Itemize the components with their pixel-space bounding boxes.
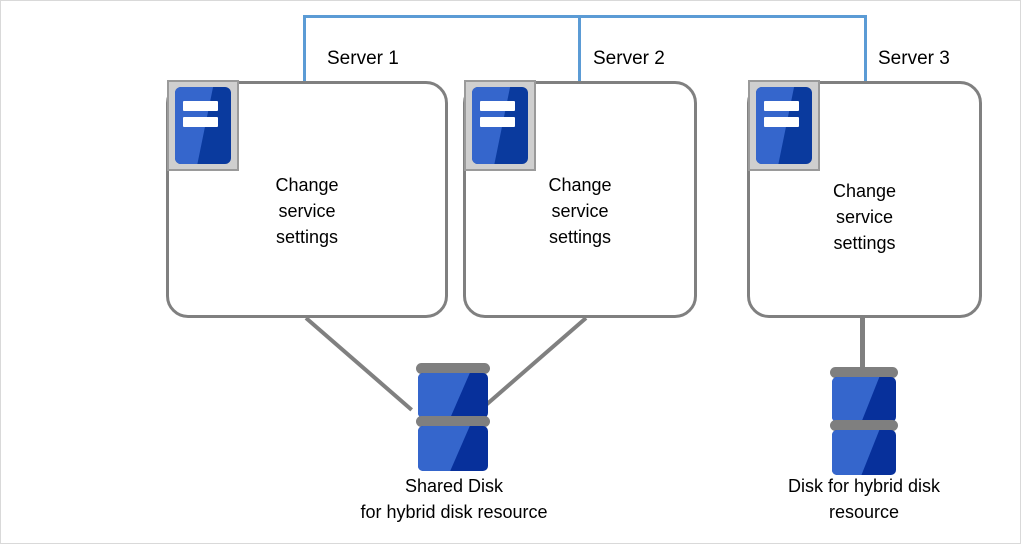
cluster-bracket-horizontal: [303, 15, 867, 18]
server-body-text-3: Change service settings: [750, 178, 979, 256]
disk-separator: [830, 420, 898, 431]
connector-server1-to-shared-disk: [304, 316, 413, 412]
server-body-text-2: Change service settings: [466, 172, 694, 250]
server-body-line: Change: [548, 175, 612, 195]
server-body-line: Change: [275, 175, 339, 195]
server-body-line: service: [551, 201, 609, 221]
server-body-line: service: [835, 207, 893, 227]
server-label-3: Server 3: [878, 48, 950, 69]
server-icon-bar: [479, 100, 515, 111]
server-body-line: settings: [275, 227, 339, 247]
server-icon-bar: [763, 117, 799, 128]
disk-platter: [418, 373, 488, 418]
disk-separator: [416, 363, 490, 374]
shared-disk-label: Shared Disk for hybrid disk resource: [323, 473, 585, 525]
cluster-bracket-drop-server-3: [864, 15, 867, 81]
cluster-bracket-drop-server-2: [578, 15, 581, 81]
server-body-line: service: [278, 201, 336, 221]
server-icon-chassis: [175, 87, 231, 164]
server-icon-bar: [479, 117, 515, 128]
connector-server3-to-disk: [860, 314, 865, 369]
cluster-bracket-drop-server-1: [303, 15, 306, 81]
server-label-1: Server 1: [327, 48, 399, 69]
server-icon-2: [464, 80, 536, 171]
server-icon-chassis: [756, 87, 812, 164]
server-icon-bar: [182, 117, 218, 128]
disk-platter: [832, 430, 896, 475]
disk-stack-icon-server3: [830, 367, 898, 477]
server-body-line: settings: [833, 233, 896, 253]
server-body-line: settings: [548, 227, 612, 247]
disk-label-line: Disk for hybrid disk: [787, 476, 941, 496]
server-body-line: Change: [832, 181, 897, 201]
server-box-2[interactable]: Change service settings: [463, 81, 697, 318]
disk-label-line: Shared Disk: [404, 476, 504, 496]
disk-platter: [832, 377, 896, 422]
disk-stack-icon-shared: [416, 363, 490, 473]
disk-separator: [830, 367, 898, 378]
server3-disk-label: Disk for hybrid disk resource: [746, 473, 982, 525]
server-body-text-1: Change service settings: [169, 172, 445, 250]
server-icon-bar: [182, 100, 218, 111]
disk-label-line: for hybrid disk resource: [360, 502, 548, 522]
server-icon-3: [748, 80, 820, 171]
server-icon-1: [167, 80, 239, 171]
disk-platter: [418, 426, 488, 471]
server-icon-chassis: [472, 87, 528, 164]
disk-label-line: resource: [828, 502, 900, 522]
connector-server2-to-shared-disk: [479, 316, 588, 412]
server-label-2: Server 2: [593, 48, 665, 69]
server-icon-bar: [763, 100, 799, 111]
disk-separator: [416, 416, 490, 427]
server-box-1[interactable]: Change service settings: [166, 81, 448, 318]
